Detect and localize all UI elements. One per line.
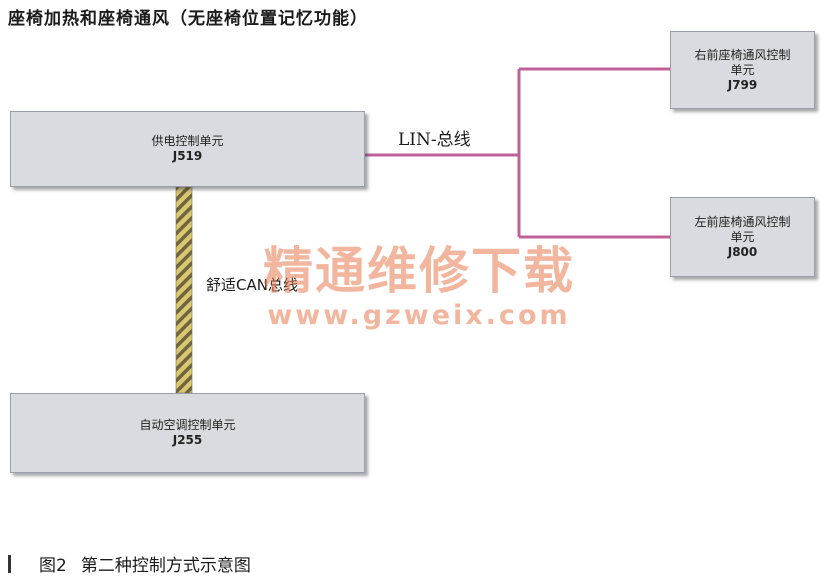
j799-control-unit: 右前座椅通风控制单元 J799 xyxy=(670,31,815,109)
j800-control-unit: 左前座椅通风控制单元 J800 xyxy=(670,197,815,277)
j255-control-unit: 自动空调控制单元 J255 xyxy=(10,393,365,473)
page-title: 座椅加热和座椅通风（无座椅位置记忆功能） xyxy=(8,9,368,29)
can-bus-line xyxy=(175,186,193,394)
j519-name: 供电控制单元 xyxy=(151,134,224,148)
j255-name: 自动空调控制单元 xyxy=(139,418,236,432)
caption-bar xyxy=(8,554,11,573)
figure-number: 图2 xyxy=(39,556,67,576)
caption-text: 第二种控制方式示意图 xyxy=(80,556,251,576)
j519-control-unit: 供电控制单元 J519 xyxy=(10,111,365,187)
j255-code: J255 xyxy=(172,433,203,447)
j800-name: 左前座椅通风控制单元 xyxy=(694,214,791,244)
can-bus-label: 舒适CAN总线 xyxy=(206,276,298,294)
lin-bus-label: LIN-总线 xyxy=(398,130,471,150)
j800-code: J800 xyxy=(727,244,758,259)
j799-name: 右前座椅通风控制单元 xyxy=(694,47,791,77)
j799-code: J799 xyxy=(727,77,758,92)
j519-code: J519 xyxy=(172,149,203,163)
lin-bus-line xyxy=(365,67,670,239)
figure-caption: 图2 第二种控制方式示意图 xyxy=(8,551,251,576)
